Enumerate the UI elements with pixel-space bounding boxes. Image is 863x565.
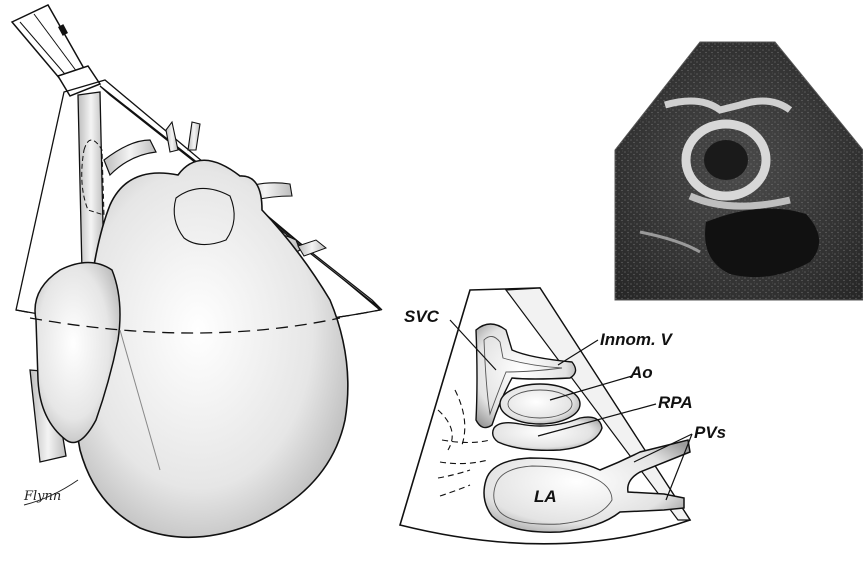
label-la: LA bbox=[534, 487, 557, 506]
label-ao: Ao bbox=[629, 363, 653, 382]
heart-illustration: Flynn bbox=[12, 5, 382, 537]
tee-probe bbox=[12, 5, 100, 96]
label-svc: SVC bbox=[404, 307, 440, 326]
echocardiogram-image bbox=[615, 42, 863, 300]
label-pvs: PVs bbox=[694, 423, 726, 442]
artist-signature: Flynn bbox=[23, 480, 78, 505]
cross-section-diagram: SVC Innom. V Ao RPA PVs LA bbox=[400, 288, 726, 544]
signature-text: Flynn bbox=[23, 489, 61, 504]
label-innom-v: Innom. V bbox=[600, 330, 673, 349]
label-rpa: RPA bbox=[658, 393, 693, 412]
